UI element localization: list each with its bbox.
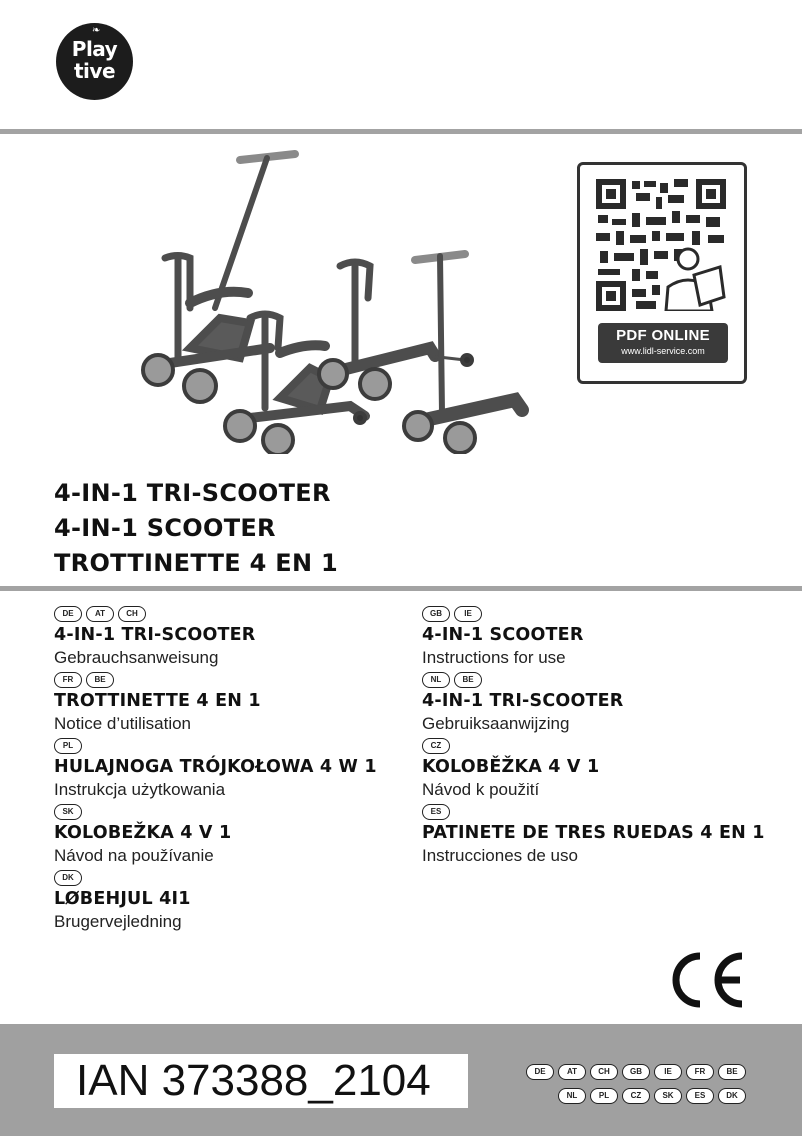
country-badge: CZ	[422, 738, 450, 754]
playtive-logo: ❧ Play tive	[56, 23, 133, 100]
country-badge: PL	[590, 1088, 618, 1104]
country-badge: GB	[422, 606, 450, 622]
country-badges: DK	[54, 869, 414, 887]
product-name: 4-IN-1 TRI-SCOOTER	[422, 691, 624, 711]
country-badge: FR	[54, 672, 82, 688]
manual-title: Gebruiksaanwijzing	[422, 714, 570, 733]
scooter-illustration	[141, 150, 529, 454]
product-name: 4-IN-1 SCOOTER	[422, 625, 584, 645]
country-badge: DE	[54, 606, 82, 622]
country-badges: PL	[54, 737, 414, 755]
country-badge: BE	[718, 1064, 746, 1080]
country-badge: CZ	[622, 1088, 650, 1104]
manual-title: Návod k použití	[422, 780, 540, 799]
qr-code-icon	[596, 179, 726, 311]
country-badge: DK	[54, 870, 82, 886]
leaf-icon: ❧	[92, 25, 101, 36]
country-badges: SK	[54, 803, 414, 821]
country-badges: CZ	[422, 737, 782, 755]
country-badge: BE	[454, 672, 482, 688]
country-badge: AT	[558, 1064, 586, 1080]
country-badge: DK	[718, 1088, 746, 1104]
ian-number: IAN 373388_2104	[54, 1054, 468, 1108]
country-badge: SK	[654, 1088, 682, 1104]
top-divider	[0, 129, 802, 134]
product-name: PATINETE DE TRES RUEDAS 4 EN 1	[422, 823, 765, 843]
language-entry[interactable]: ES PATINETE DE TRES RUEDAS 4 EN 1 Instrucc…	[422, 803, 782, 867]
logo-line2: tive	[73, 59, 116, 83]
manual-title: Brugervejledning	[54, 912, 182, 931]
ce-mark	[672, 952, 743, 1008]
country-badge: GB	[622, 1064, 650, 1080]
product-name: 4-IN-1 TRI-SCOOTER	[54, 625, 256, 645]
country-badge: ES	[422, 804, 450, 820]
country-badges: ES	[422, 803, 782, 821]
country-badge: CH	[118, 606, 146, 622]
manual-title: Instrucciones de uso	[422, 846, 578, 865]
manual-title: Notice d’utilisation	[54, 714, 192, 733]
country-badge: BE	[86, 672, 114, 688]
manual-title: Instrukcja użytkowania	[54, 780, 226, 799]
language-entry[interactable]: CZ KOLOBĚŽKA 4 V 1 Návod k použití	[422, 737, 782, 801]
manual-title: Instructions for use	[422, 648, 566, 667]
country-badge: CH	[590, 1064, 618, 1080]
middle-divider	[0, 586, 802, 591]
country-badge: NL	[558, 1088, 586, 1104]
country-badge: IE	[654, 1064, 682, 1080]
country-badge: AT	[86, 606, 114, 622]
main-title-3: TROTTINETTE 4 EN 1	[54, 549, 338, 577]
pdf-online-url: www.lidl-service.com	[621, 346, 705, 356]
country-badge: NL	[422, 672, 450, 688]
language-entry[interactable]: PL HULAJNOGA TRÓJKOŁOWA 4 W 1 Instrukcja u…	[54, 737, 414, 801]
pdf-online-label: PDF ONLINE www.lidl-service.com	[598, 323, 728, 363]
country-badge: DE	[526, 1064, 554, 1080]
pdf-online-title: PDF ONLINE	[616, 327, 710, 344]
main-title-2: 4-IN-1 SCOOTER	[54, 514, 276, 542]
main-title-1: 4-IN-1 TRI-SCOOTER	[54, 479, 331, 507]
pdf-online-qr-box[interactable]: PDF ONLINE www.lidl-service.com	[577, 162, 747, 384]
country-badge: FR	[686, 1064, 714, 1080]
product-name: TROTTINETTE 4 EN 1	[54, 691, 261, 711]
product-name: KOLOBEŽKA 4 V 1	[54, 823, 232, 843]
manual-title: Gebrauchsanweisung	[54, 648, 219, 667]
language-entry[interactable]: SK KOLOBEŽKA 4 V 1 Návod na používanie	[54, 803, 414, 867]
country-badge: PL	[54, 738, 82, 754]
logo-line1: Play	[71, 37, 118, 61]
manual-title: Návod na používanie	[54, 846, 214, 865]
product-name: HULAJNOGA TRÓJKOŁOWA 4 W 1	[54, 757, 377, 777]
country-badge: ES	[686, 1088, 714, 1104]
product-name: LØBEHJUL 4I1	[54, 889, 191, 909]
product-name: KOLOBĚŽKA 4 V 1	[422, 757, 600, 777]
country-badge: IE	[454, 606, 482, 622]
country-badge: SK	[54, 804, 82, 820]
